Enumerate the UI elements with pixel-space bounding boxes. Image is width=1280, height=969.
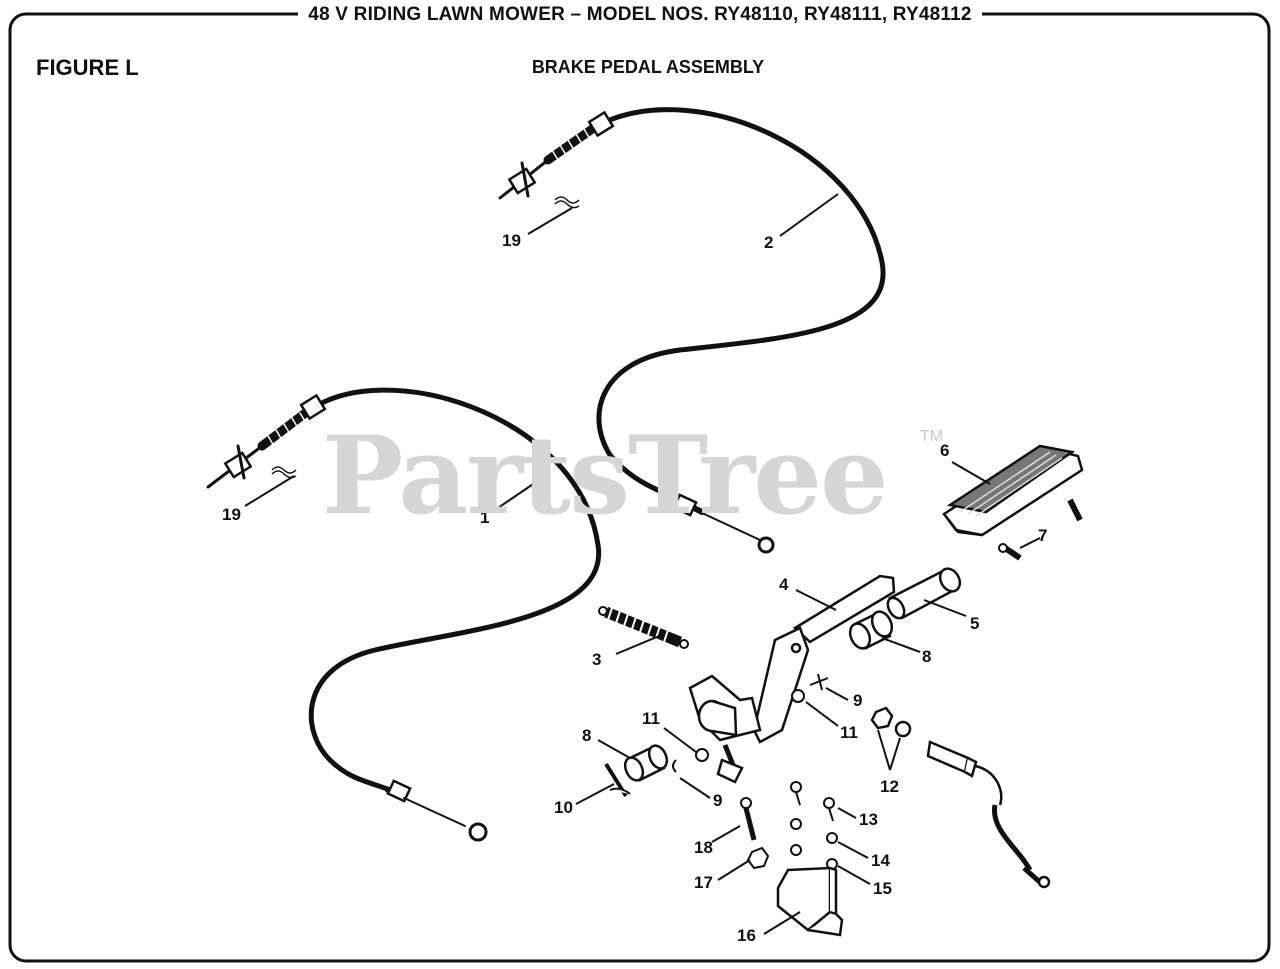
callout-9-upper: 9 bbox=[853, 691, 862, 710]
cotter-pin-upper bbox=[554, 196, 580, 209]
callout-13: 13 bbox=[859, 810, 878, 829]
callout-11-lower: 11 bbox=[642, 709, 660, 728]
callout-3: 3 bbox=[592, 650, 601, 669]
callout-15: 15 bbox=[873, 879, 892, 898]
figure-title: BRAKE PEDAL ASSEMBLY bbox=[531, 57, 765, 77]
callout-6: 6 bbox=[940, 441, 949, 460]
spring-part bbox=[598, 606, 689, 649]
callout-16: 16 bbox=[737, 926, 756, 945]
callout-19-upper: 19 bbox=[502, 231, 521, 250]
washers-14-15 bbox=[790, 818, 838, 870]
callout-18: 18 bbox=[694, 838, 713, 857]
callout-17: 17 bbox=[694, 873, 713, 892]
pedal-shaft bbox=[886, 567, 962, 620]
bolts-13 bbox=[790, 781, 835, 822]
figure-label: FIGURE L bbox=[36, 55, 139, 80]
mounting-bracket bbox=[776, 866, 844, 937]
brake-cable-lower bbox=[206, 387, 602, 842]
callout-2: 2 bbox=[764, 233, 773, 252]
small-hardware bbox=[604, 673, 829, 798]
callout-10: 10 bbox=[554, 798, 573, 817]
pivot-bushing bbox=[697, 699, 744, 784]
callout-12: 12 bbox=[880, 777, 899, 796]
callout-8-lower: 8 bbox=[582, 726, 591, 745]
callout-9-lower: 9 bbox=[713, 791, 722, 810]
leader-lines bbox=[244, 193, 1041, 935]
callout-11-upper: 11 bbox=[840, 723, 858, 742]
bushing-upper bbox=[848, 610, 894, 650]
callout-1: 1 bbox=[480, 508, 489, 527]
callout-4: 4 bbox=[779, 575, 789, 594]
page-border bbox=[8, 12, 1271, 963]
callout-7: 7 bbox=[1038, 526, 1047, 545]
brake-cable-upper bbox=[498, 107, 886, 554]
callout-8-upper: 8 bbox=[922, 647, 931, 666]
switch-assembly bbox=[870, 706, 1051, 889]
callout-5: 5 bbox=[970, 614, 979, 633]
callout-14: 14 bbox=[871, 851, 890, 870]
bolt-18-nut-17 bbox=[740, 797, 770, 870]
screw-7 bbox=[998, 498, 1083, 561]
bushing-lower bbox=[623, 744, 669, 782]
callout-19-lower: 19 bbox=[222, 505, 241, 524]
pedal-pad bbox=[942, 444, 1084, 537]
callout-labels: 19 2 19 1 6 7 4 5 3 8 9 11 11 8 12 9 10 … bbox=[222, 231, 1047, 945]
